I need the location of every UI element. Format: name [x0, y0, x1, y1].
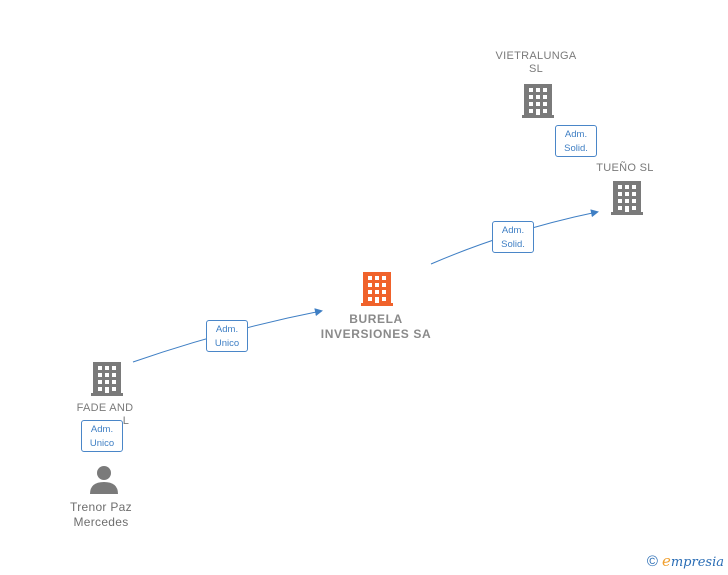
node-label-trenor: Trenor Paz Mercedes: [70, 500, 132, 529]
building-icon[interactable]: [611, 181, 643, 215]
edge-label-fade-burela: Adm. Unico: [206, 320, 248, 352]
edge-label-trenor-fade: Adm. Unico: [81, 420, 123, 452]
edge-label-burela-tueno: Adm. Solid.: [492, 221, 534, 253]
copyright-icon: ©: [646, 553, 658, 570]
building-icon[interactable]: [91, 362, 123, 396]
building-icon[interactable]: [522, 84, 554, 118]
node-label-vietralunga: VIETRALUNGA SL: [495, 50, 577, 75]
node-label-burela: BURELA INVERSIONES SA: [320, 312, 432, 341]
node-label-fade: FADE AND L: [76, 402, 134, 427]
edge-label-vietralunga-tueno: Adm. Solid.: [555, 125, 597, 157]
brand-logo[interactable]: empresia: [661, 552, 724, 570]
main-building-icon[interactable]: [361, 272, 393, 306]
person-icon[interactable]: [89, 464, 119, 494]
footer-brand: © empresia: [646, 552, 724, 571]
node-label-tueno: TUEÑO SL: [596, 162, 654, 174]
